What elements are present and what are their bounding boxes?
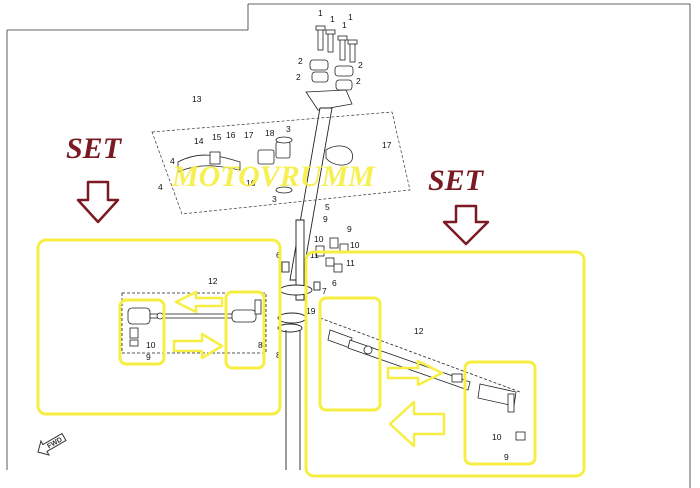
steering-clamps	[305, 59, 354, 111]
callout-3b: 3	[272, 194, 277, 204]
callout-3a: 3	[286, 124, 291, 134]
fwd-direction-marker: FWD	[37, 432, 67, 456]
callout-11a: 11	[310, 250, 319, 260]
arrow-right-1	[172, 332, 224, 360]
maroon-down-arrow-right	[442, 204, 490, 246]
callout-10c: 10	[146, 340, 156, 350]
callout-2d: 2	[356, 76, 361, 86]
callout-1b: 1	[330, 14, 335, 24]
callout-8a: 8	[258, 340, 263, 350]
right-inner-end-box	[318, 296, 382, 412]
arrow-left-2	[388, 400, 446, 448]
watermark: MOTOVRUMM	[171, 160, 376, 193]
left-tie-rod	[121, 292, 267, 354]
callout-12a: 12	[208, 276, 218, 286]
callout-1a: 1	[318, 8, 323, 18]
handlebar-parts	[177, 136, 353, 194]
callout-17a: 17	[244, 130, 254, 140]
right-outer-end-box	[463, 360, 537, 466]
callout-11b: 11	[346, 258, 355, 268]
yellow-arrows	[172, 290, 446, 448]
highlight-boxes	[36, 238, 586, 478]
fwd-label: FWD	[46, 436, 63, 450]
callout-15: 15	[212, 132, 222, 142]
callout-16a: 16	[226, 130, 236, 140]
callout-9d: 9	[504, 452, 509, 462]
callout-14: 14	[194, 136, 204, 146]
callout-9a: 9	[323, 214, 328, 224]
arrow-left-1	[174, 290, 224, 314]
callout-18: 18	[265, 128, 275, 138]
right-set-box	[304, 250, 586, 478]
callout-9b: 9	[347, 224, 352, 234]
callout-19: 19	[306, 306, 316, 316]
callout-4b: 4	[158, 182, 163, 192]
callout-10a: 10	[314, 234, 324, 244]
callout-16b: 16	[246, 178, 256, 188]
callout-10b: 10	[350, 240, 360, 250]
set-label-right: SET	[428, 164, 485, 197]
callout-1d: 1	[348, 12, 353, 22]
callout-6b: 6	[332, 278, 337, 288]
arrow-right-2	[386, 359, 444, 387]
top-bolts	[315, 25, 358, 63]
callout-12b: 12	[414, 326, 424, 336]
set-label-left: SET	[66, 132, 123, 165]
left-outer-end-box	[224, 290, 266, 370]
callout-17b: 17	[382, 140, 392, 150]
callout-5: 5	[325, 202, 330, 212]
right-tie-rod	[319, 317, 526, 441]
page-frame	[6, 3, 691, 488]
callout-numbers-extra: 10 9	[492, 432, 509, 462]
callout-2c: 2	[358, 60, 363, 70]
callout-9c: 9	[146, 352, 151, 362]
callout-13: 13	[192, 94, 202, 104]
steering-column	[277, 107, 333, 470]
callout-7: 7	[322, 286, 327, 296]
left-inner-end-box	[118, 298, 166, 366]
callout-2b: 2	[296, 72, 301, 82]
callout-4a: 4	[170, 156, 175, 166]
callout-2a: 2	[298, 56, 303, 66]
maroon-down-arrow-left	[76, 180, 120, 224]
callout-10d: 10	[492, 432, 502, 442]
handlebar-plate	[151, 111, 411, 215]
callout-1c: 1	[342, 20, 347, 30]
left-set-box	[36, 238, 282, 416]
